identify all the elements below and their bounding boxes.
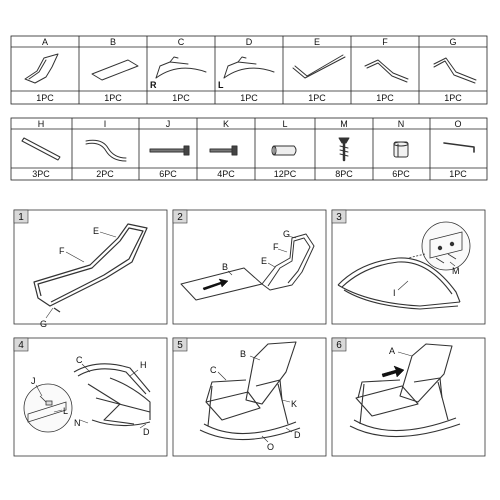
part-j-letter: J (166, 119, 171, 129)
step-5-chair-illustration (199, 341, 301, 441)
part-a-qty: 1PC (36, 93, 54, 103)
step-2-number: 2 (177, 212, 183, 223)
part-o-letter: O (454, 119, 461, 129)
part-i-qty: 2PC (96, 169, 114, 179)
part-i-letter: I (104, 119, 107, 129)
step-4-label-c: C (76, 355, 83, 365)
part-d-qty: 1PC (240, 93, 258, 103)
step-3-number: 3 (336, 212, 342, 223)
part-n-qty: 6PC (392, 169, 410, 179)
long-bolt-icon (149, 145, 190, 156)
rocker-left-tag: L (218, 80, 224, 90)
step-5-panel (172, 337, 327, 457)
parts-table-row2 (10, 117, 488, 181)
step-1-label-e: E (93, 226, 99, 236)
step-2-label-b: B (222, 262, 228, 272)
step-2-panel (172, 209, 327, 325)
part-f-letter: F (382, 37, 388, 47)
screw-icon (338, 137, 350, 162)
part-m-letter: M (340, 119, 348, 129)
part-k-letter: K (223, 119, 229, 129)
part-h-letter: H (38, 119, 45, 129)
step-5-label-d: D (294, 430, 301, 440)
step-4-panel (13, 337, 168, 457)
part-d-letter: D (246, 37, 253, 47)
step-2-label-g: G (283, 229, 290, 239)
part-e-letter: E (314, 37, 320, 47)
part-a-letter: A (42, 37, 48, 47)
step-3-label-i: I (393, 288, 396, 298)
step-3-rocker-illustration (337, 257, 461, 310)
part-f-qty: 1PC (376, 93, 394, 103)
part-n-letter: N (398, 119, 405, 129)
step-4-label-l: L (63, 406, 68, 416)
step-1-frame-illustration (33, 223, 148, 313)
step-2-arrow-icon (202, 278, 229, 291)
part-g-letter: G (449, 37, 456, 47)
allen-key-icon (443, 142, 475, 153)
curved-tube-icon (85, 139, 127, 162)
step-3-detail-callout (421, 221, 471, 271)
step-1-label-f: F (59, 246, 65, 256)
step-6-number: 6 (336, 340, 342, 351)
step-6-arrow-icon (381, 365, 405, 378)
part-j-qty: 6PC (159, 169, 177, 179)
step-2-label-f: F (273, 242, 279, 252)
part-c-letter: C (178, 37, 185, 47)
nut-icon (393, 141, 409, 158)
step-4-label-h: H (140, 360, 147, 370)
part-o-qty: 1PC (449, 169, 467, 179)
step-1-label-g: G (40, 319, 47, 329)
part-e-qty: 1PC (308, 93, 326, 103)
step-2-seat-illustration (180, 233, 315, 301)
step-4-label-j: J (31, 376, 36, 386)
short-bolt-icon (209, 145, 238, 156)
step-3-panel (331, 209, 486, 325)
step-4-label-n: N (74, 418, 81, 428)
front-tube-icon (433, 57, 477, 84)
step-1-panel (13, 209, 168, 325)
part-b-letter: B (110, 37, 116, 47)
fabric-seat-icon (91, 59, 139, 81)
step-5-label-c: C (210, 365, 217, 375)
rocker-right-icon: R (150, 56, 207, 90)
step-4-rocker-illustration (73, 363, 151, 427)
end-cap-icon (271, 145, 297, 156)
top-tube-icon (292, 54, 346, 79)
step-5-label-k: K (291, 399, 297, 409)
step-5-label-b: B (240, 349, 246, 359)
part-h-qty: 3PC (32, 169, 50, 179)
backrest-frame-icon (24, 53, 59, 84)
step-5-number: 5 (177, 340, 183, 351)
parts-table-row1 (10, 35, 488, 105)
rocker-left-icon: L (218, 56, 275, 90)
part-l-qty: 12PC (274, 169, 297, 179)
step-4-number: 4 (18, 340, 24, 351)
part-g-qty: 1PC (444, 93, 462, 103)
part-b-qty: 1PC (104, 93, 122, 103)
part-m-qty: 8PC (335, 169, 353, 179)
step-5-label-o: O (267, 442, 274, 452)
step-6-chair-illustration (349, 343, 461, 438)
flat-bar-icon (21, 137, 61, 161)
rocker-right-tag: R (150, 80, 157, 90)
step-4-label-d: D (143, 427, 150, 437)
side-tube-icon (364, 59, 409, 83)
step-6-panel (331, 337, 486, 457)
step-6-label-a: A (389, 346, 395, 356)
part-l-letter: L (282, 119, 287, 129)
part-k-qty: 4PC (217, 169, 235, 179)
part-c-qty: 1PC (172, 93, 190, 103)
step-3-label-m: M (452, 266, 460, 276)
step-2-label-e: E (261, 256, 267, 266)
step-1-number: 1 (18, 212, 24, 223)
